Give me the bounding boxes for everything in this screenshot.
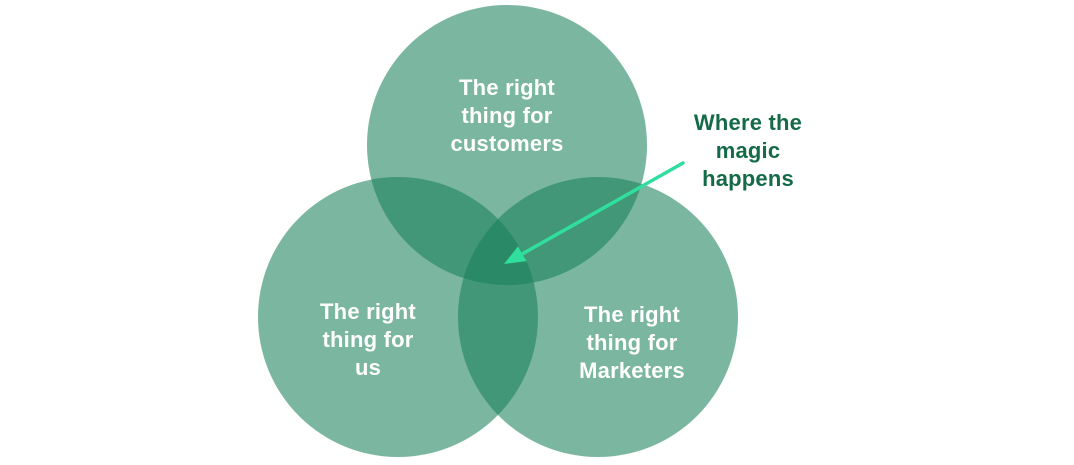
label-us: The right thing for us: [320, 299, 416, 380]
label-customers: The right thing for customers: [450, 75, 564, 156]
label-marketers: The right thing for Marketers: [579, 302, 685, 383]
annotation-magic-happens: Where the magic happens: [693, 110, 803, 191]
